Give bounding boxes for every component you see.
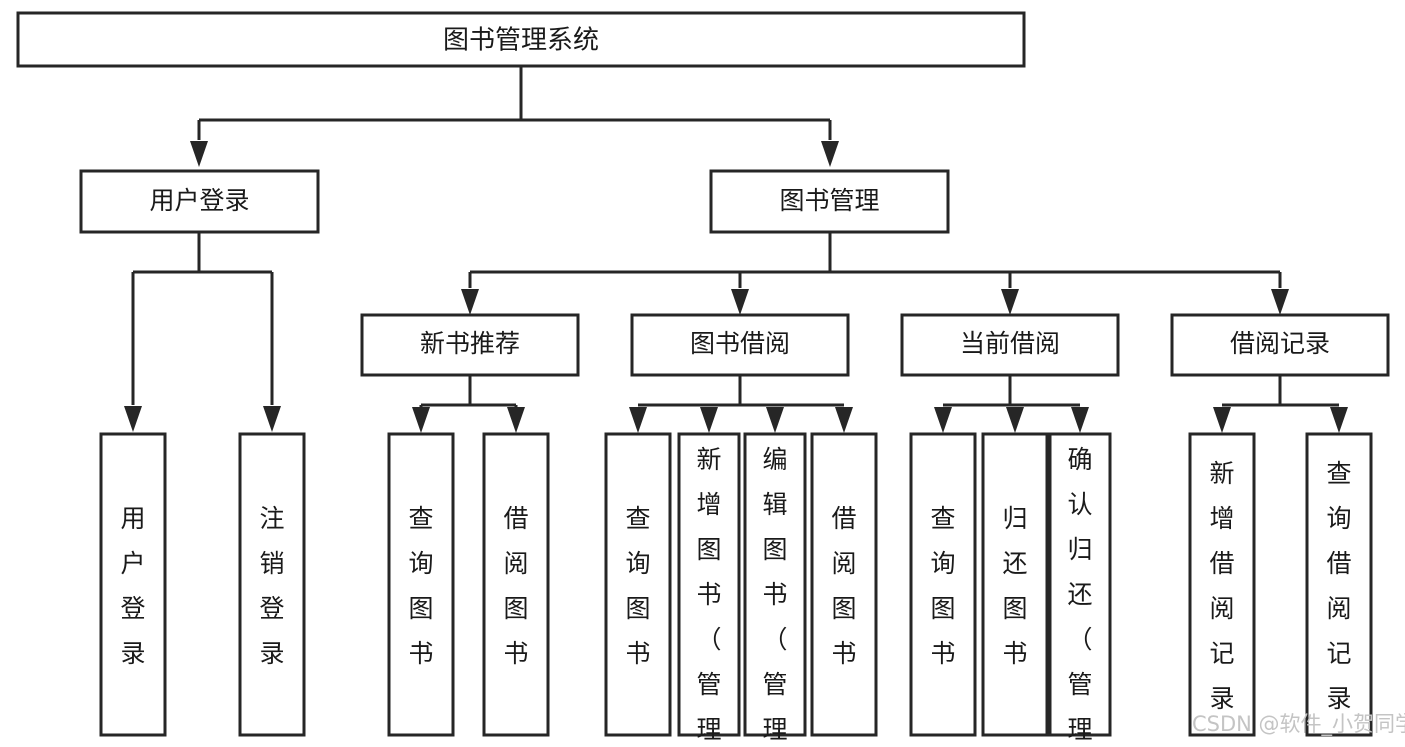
node-leaf-add-record-box[interactable]: [1188, 432, 1256, 737]
level2-layer: 用户登录 图书管理: [79, 169, 950, 234]
node-leaf-query-book-3[interactable]: 查询图书: [909, 432, 977, 737]
arrow-to-leaf-query-book-2: [629, 407, 647, 433]
node-book-manage-box[interactable]: [709, 169, 950, 234]
node-leaf-borrow-book-2-box[interactable]: [810, 432, 878, 737]
node-leaf-user-logout-label: 注销登录: [259, 504, 284, 668]
node-borrow-record[interactable]: 借阅记录: [1170, 313, 1390, 377]
node-leaf-confirm-return-label: 确认归还（管理员）: [1067, 445, 1092, 747]
node-leaf-query-book-1-label: 查询图书: [408, 504, 433, 668]
arrow-to-leaf-query-book-1: [412, 407, 430, 433]
arrow-to-current-borrow: [1001, 289, 1019, 315]
node-leaf-return-book[interactable]: 归还图书: [981, 432, 1049, 737]
arrow-to-leaf-confirm-return: [1071, 407, 1089, 433]
node-root[interactable]: 图书管理系统: [16, 11, 1026, 68]
arrow-to-new-book-rec: [461, 289, 479, 315]
arrow-to-leaf-borrow-book-1: [507, 407, 525, 433]
node-book-manage[interactable]: 图书管理: [709, 169, 950, 234]
node-leaf-edit-book-label: 编辑图书（管理员）: [762, 445, 787, 747]
node-leaf-query-book-3-label: 查询图书: [930, 504, 955, 668]
node-leaf-user-login-label: 用户登录: [120, 504, 145, 668]
node-leaf-edit-book[interactable]: 编辑图书（管理员）: [743, 432, 807, 747]
arrow-to-leaf-add-book: [700, 407, 718, 433]
leaf-layer: 用户登录 注销登录 查询图书 借阅图书 查询图书 新增图书（管理员） 编辑图书（管理员） 借阅…: [99, 432, 1373, 747]
node-borrow-record-label: 借阅记录: [1230, 329, 1330, 358]
watermark-text: CSDN @软件_小贺同学: [1192, 712, 1405, 737]
node-new-book-rec[interactable]: 新书推荐: [360, 313, 580, 377]
arrow-to-leaf-borrow-book-2: [835, 407, 853, 433]
node-book-borrow[interactable]: 图书借阅: [630, 313, 850, 377]
node-root-box[interactable]: [16, 11, 1026, 68]
node-leaf-add-book[interactable]: 新增图书（管理员）: [677, 432, 741, 747]
node-user-login-box[interactable]: [79, 169, 320, 234]
node-leaf-query-record[interactable]: 查询借阅记录: [1305, 432, 1373, 737]
node-root-label: 图书管理系统: [443, 26, 599, 56]
node-book-borrow-label: 图书借阅: [690, 329, 790, 358]
arrow-to-leaf-return-book: [1006, 407, 1024, 433]
node-leaf-query-record-label: 查询借阅记录: [1326, 459, 1351, 713]
node-leaf-query-record-box[interactable]: [1305, 432, 1373, 737]
node-user-login-label: 用户登录: [149, 186, 249, 215]
node-leaf-return-book-label: 归还图书: [1002, 504, 1027, 668]
node-leaf-user-logout[interactable]: 注销登录: [238, 432, 306, 737]
node-leaf-user-logout-box[interactable]: [238, 432, 306, 737]
node-leaf-user-login-box[interactable]: [99, 432, 167, 737]
arrow-to-leaf-add-record: [1213, 407, 1231, 433]
node-user-login[interactable]: 用户登录: [79, 169, 320, 234]
arrow-to-leaf-user-login: [124, 406, 142, 432]
node-leaf-borrow-book-2-label: 借阅图书: [831, 504, 856, 668]
arrow-root-to-book-manage: [821, 141, 839, 167]
node-current-borrow[interactable]: 当前借阅: [900, 313, 1120, 377]
node-leaf-query-book-2[interactable]: 查询图书: [604, 432, 672, 737]
node-leaf-borrow-book-1-box[interactable]: [482, 432, 550, 737]
node-current-borrow-label: 当前借阅: [960, 329, 1060, 358]
node-leaf-edit-book-box[interactable]: [743, 432, 807, 737]
node-leaf-borrow-book-1[interactable]: 借阅图书: [482, 432, 550, 737]
node-leaf-return-book-box[interactable]: [981, 432, 1049, 737]
node-leaf-borrow-book-2[interactable]: 借阅图书: [810, 432, 878, 737]
node-leaf-confirm-return[interactable]: 确认归还（管理员）: [1048, 432, 1112, 747]
node-leaf-add-record-label: 新增借阅记录: [1209, 459, 1234, 713]
node-leaf-user-login[interactable]: 用户登录: [99, 432, 167, 737]
node-leaf-query-book-2-box[interactable]: [604, 432, 672, 737]
arrow-to-borrow-record: [1271, 289, 1289, 315]
node-leaf-add-record[interactable]: 新增借阅记录: [1188, 432, 1256, 737]
arrow-to-leaf-query-record: [1330, 407, 1348, 433]
node-leaf-query-book-1[interactable]: 查询图书: [387, 432, 455, 737]
arrow-to-leaf-user-logout: [263, 406, 281, 432]
node-leaf-add-book-label: 新增图书（管理员）: [696, 445, 721, 747]
node-leaf-borrow-book-1-label: 借阅图书: [503, 504, 528, 668]
arrow-to-leaf-edit-book: [766, 407, 784, 433]
node-borrow-record-box[interactable]: [1170, 313, 1390, 377]
node-leaf-confirm-return-box[interactable]: [1048, 432, 1112, 737]
node-leaf-query-book-1-box[interactable]: [387, 432, 455, 737]
connector-layer: [124, 66, 1348, 433]
arrow-to-leaf-query-book-3: [934, 407, 952, 433]
level3-layer: 新书推荐 图书借阅 当前借阅 借阅记录: [360, 313, 1390, 377]
node-book-borrow-box[interactable]: [630, 313, 850, 377]
node-leaf-query-book-2-label: 查询图书: [625, 504, 650, 668]
node-leaf-add-book-box[interactable]: [677, 432, 741, 737]
node-leaf-query-book-3-box[interactable]: [909, 432, 977, 737]
node-current-borrow-box[interactable]: [900, 313, 1120, 377]
node-book-manage-label: 图书管理: [779, 186, 879, 215]
node-new-book-rec-box[interactable]: [360, 313, 580, 377]
node-new-book-rec-label: 新书推荐: [420, 329, 520, 358]
arrow-root-to-user-login: [190, 141, 208, 167]
arrow-to-book-borrow: [731, 289, 749, 315]
